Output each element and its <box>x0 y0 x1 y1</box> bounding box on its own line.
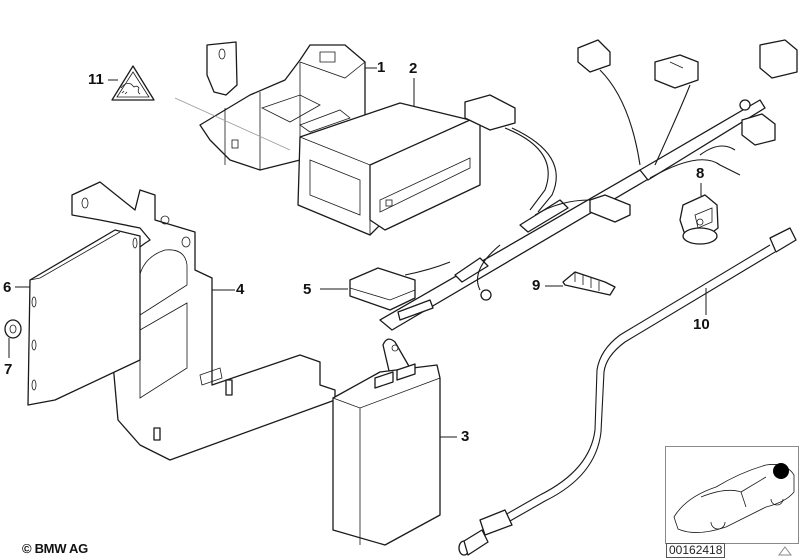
warning-triangle-icon <box>778 546 792 556</box>
image-number: 00162418 <box>666 543 726 558</box>
car-outline-icon <box>673 463 795 533</box>
callout-6[interactable]: 6 <box>3 279 12 296</box>
wiring-harness-part <box>320 39 798 331</box>
radio-unit-part <box>297 78 481 236</box>
callout-11[interactable]: 11 <box>88 71 104 88</box>
grommet-part <box>4 319 22 358</box>
callout-1[interactable]: 1 <box>377 59 386 76</box>
callout-4[interactable]: 4 <box>236 281 245 298</box>
warning-label-icon <box>111 65 155 101</box>
connector-lock-part <box>545 271 616 296</box>
mounting-plate-part <box>15 229 141 406</box>
callout-3[interactable]: 3 <box>461 428 470 445</box>
callout-10[interactable]: 10 <box>693 316 710 333</box>
copyright-text: © BMW AG <box>22 541 88 556</box>
control-module-part <box>332 338 457 546</box>
callout-9[interactable]: 9 <box>532 277 541 294</box>
callout-5[interactable]: 5 <box>303 281 312 298</box>
location-marker-icon <box>773 463 789 479</box>
antenna-cable-part <box>458 227 797 556</box>
callout-2[interactable]: 2 <box>409 60 418 77</box>
vehicle-location-thumbnail <box>665 446 799 544</box>
callout-8[interactable]: 8 <box>696 165 705 182</box>
callout-7[interactable]: 7 <box>4 361 13 378</box>
clip-connector-part <box>679 183 719 245</box>
